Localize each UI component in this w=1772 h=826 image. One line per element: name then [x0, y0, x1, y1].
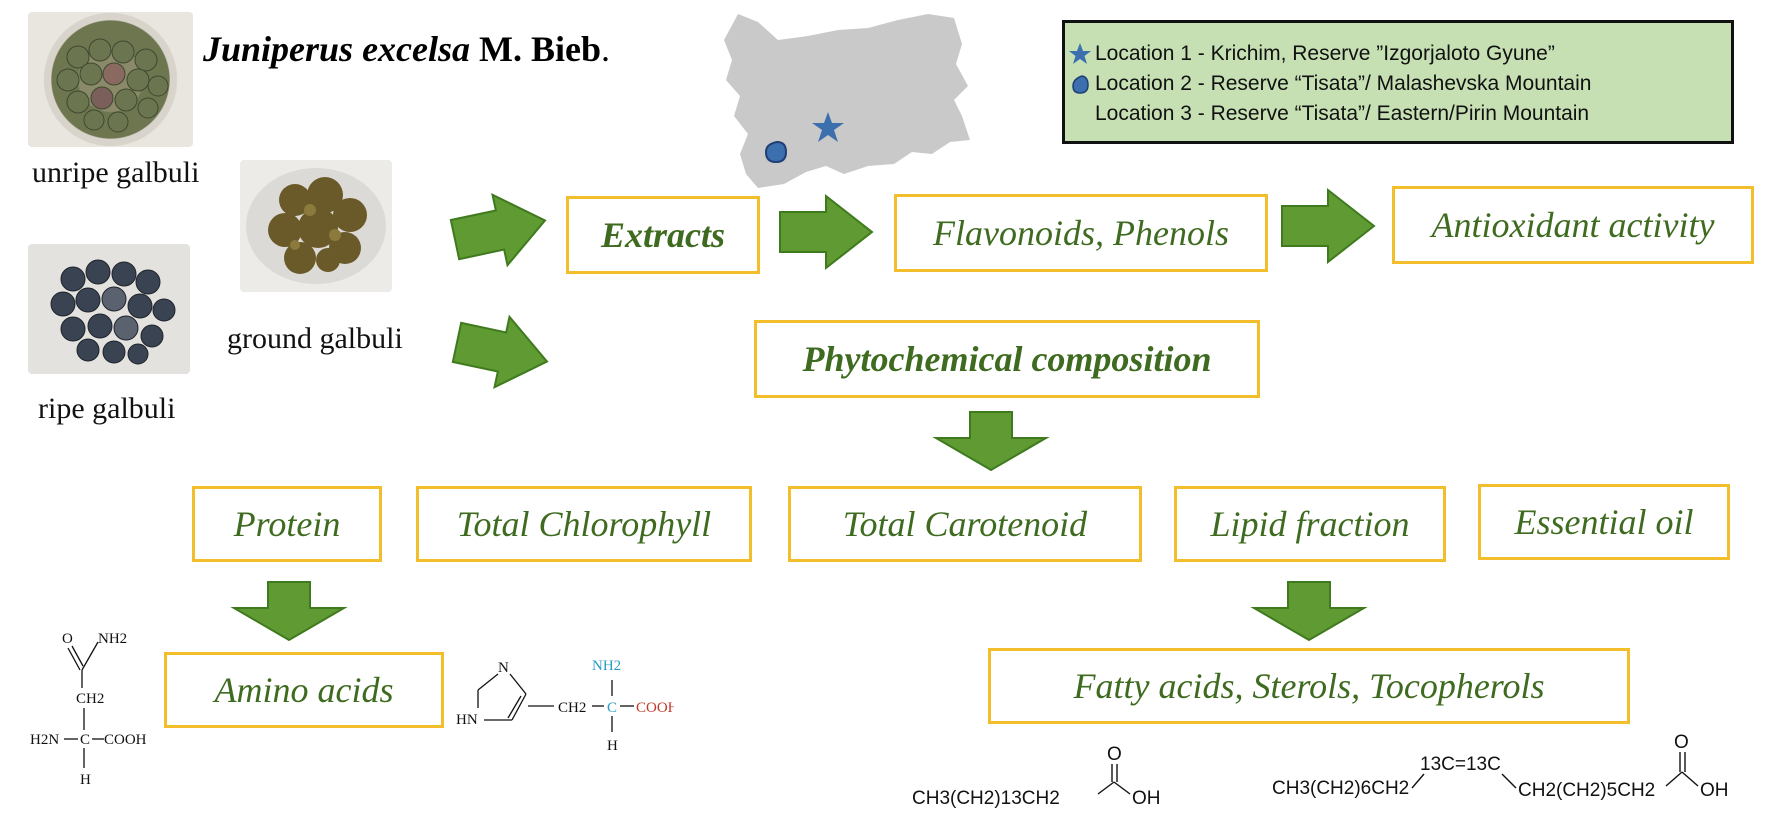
box-amino-acids: Amino acids: [164, 652, 444, 728]
arrow-protein-down: [233, 581, 345, 641]
asn-nh2: NH2: [98, 631, 127, 647]
labeled-fatty-acid-structure: CH3(CH2)6CH2 13C=13C CH2(CH2)5CH2 O OH: [1272, 732, 1729, 801]
labeled-acid-bonds: [1665, 752, 1699, 787]
arrow-phytochemical-down: [935, 411, 1047, 471]
title-period: .: [601, 29, 611, 69]
labeled-mid: 13C=13C: [1420, 754, 1501, 775]
box-protein: Protein: [192, 486, 382, 562]
unripe-galbuli-photo: [28, 12, 193, 147]
labeled-o: O: [1674, 732, 1689, 753]
his-c: C: [607, 700, 617, 716]
asn-cooh: COOH: [104, 732, 147, 748]
his-nh2: NH2: [592, 658, 621, 674]
arrow-photo-to-phytochemical: [448, 306, 556, 398]
legend-text-location-3: Location 3 - Reserve “Tisata”/ Eastern/P…: [1095, 102, 1590, 125]
arrow-photo-to-extracts: [446, 184, 554, 276]
asn-o: O: [62, 631, 73, 647]
asn-ch2: CH2: [76, 691, 104, 707]
location-legend: Location 1 - Krichim, Reserve ”Izgorjalo…: [1062, 20, 1734, 144]
ripe-galbuli-caption: ripe galbuli: [38, 392, 176, 425]
legend-text-location-2: Location 2 - Reserve “Tisata”/ Malashevs…: [1095, 72, 1592, 95]
labeled-bond-right: [1501, 773, 1517, 789]
ground-galbuli-photo: [240, 160, 392, 292]
bulgaria-outline: [724, 14, 970, 188]
box-flavonoids-phenols: Flavonoids, Phenols: [894, 194, 1268, 272]
legend-item-location-2: Location 2 - Reserve “Tisata”/ Malashevs…: [1065, 69, 1731, 99]
labeled-oh: OH: [1700, 780, 1729, 801]
asn-h2n: H2N: [30, 732, 59, 748]
arrow-extracts-to-flavonoids: [779, 195, 873, 269]
ripe-berries: [50, 259, 176, 365]
location-1-star-icon: [812, 112, 844, 142]
asn-h: H: [80, 772, 91, 788]
box-antioxidant-activity: Antioxidant activity: [1392, 186, 1754, 264]
his-hn: HN: [456, 712, 478, 728]
palmitic-formula: CH3(CH2)13CH2: [912, 788, 1060, 809]
unripe-berries: [56, 38, 169, 133]
his-ring: [477, 673, 634, 732]
his-h: H: [607, 738, 618, 754]
legend-text-location-1: Location 1 - Krichim, Reserve ”Izgorjalo…: [1095, 42, 1555, 65]
box-lipid-fraction: Lipid fraction: [1174, 486, 1446, 562]
diagram-title: Juniperus excelsa M. Bieb.: [203, 28, 610, 70]
labeled-right: CH2(CH2)5CH2: [1518, 780, 1655, 801]
ground-galbuli-caption: ground galbuli: [227, 322, 403, 355]
palmitic-bonds: [1097, 764, 1131, 795]
unripe-galbuli-caption: unripe galbuli: [32, 156, 200, 189]
species-name: Juniperus excelsa: [203, 29, 471, 69]
box-extracts: Extracts: [566, 196, 760, 274]
asparagine-structure: O NH2 CH2 H2N C COOH H: [30, 631, 147, 788]
arrow-lipid-down: [1253, 581, 1365, 641]
palmitic-oh: OH: [1132, 788, 1161, 809]
arrow-flavonoids-to-antioxidant: [1281, 189, 1375, 263]
histidine-structure: N HN CH2 NH2 C COOH H: [456, 658, 674, 754]
species-authority: M. Bieb: [479, 29, 602, 69]
star-icon: [1069, 43, 1091, 64]
box-fatty-acids-sterols-tocopherols: Fatty acids, Sterols, Tocopherols: [988, 648, 1630, 724]
asn-c: C: [80, 732, 90, 748]
ripe-galbuli-photo: [28, 244, 190, 374]
location-2-drop-icon: [764, 140, 788, 164]
box-total-carotenoid: Total Carotenoid: [788, 486, 1142, 562]
drop-icon: [1072, 75, 1089, 94]
legend-item-location-3: Location 3 - Reserve “Tisata”/ Eastern/P…: [1065, 99, 1731, 129]
asn-bonds: [64, 641, 104, 768]
his-cooh: COOH: [636, 700, 674, 716]
box-phytochemical-composition: Phytochemical composition: [754, 320, 1260, 398]
palmitic-acid-structure: CH3(CH2)13CH2 O OH: [912, 744, 1161, 809]
labeled-bond-left: [1411, 773, 1425, 789]
labeled-left: CH3(CH2)6CH2: [1272, 778, 1409, 799]
box-total-chlorophyll: Total Chlorophyll: [416, 486, 752, 562]
his-ch2: CH2: [558, 700, 586, 716]
ground-berries: [246, 168, 386, 284]
legend-item-location-1: Location 1 - Krichim, Reserve ”Izgorjalo…: [1065, 39, 1731, 69]
his-n: N: [498, 660, 509, 676]
palmitic-o: O: [1107, 744, 1122, 765]
box-essential-oil: Essential oil: [1478, 484, 1730, 560]
bulgaria-map: [724, 14, 970, 188]
